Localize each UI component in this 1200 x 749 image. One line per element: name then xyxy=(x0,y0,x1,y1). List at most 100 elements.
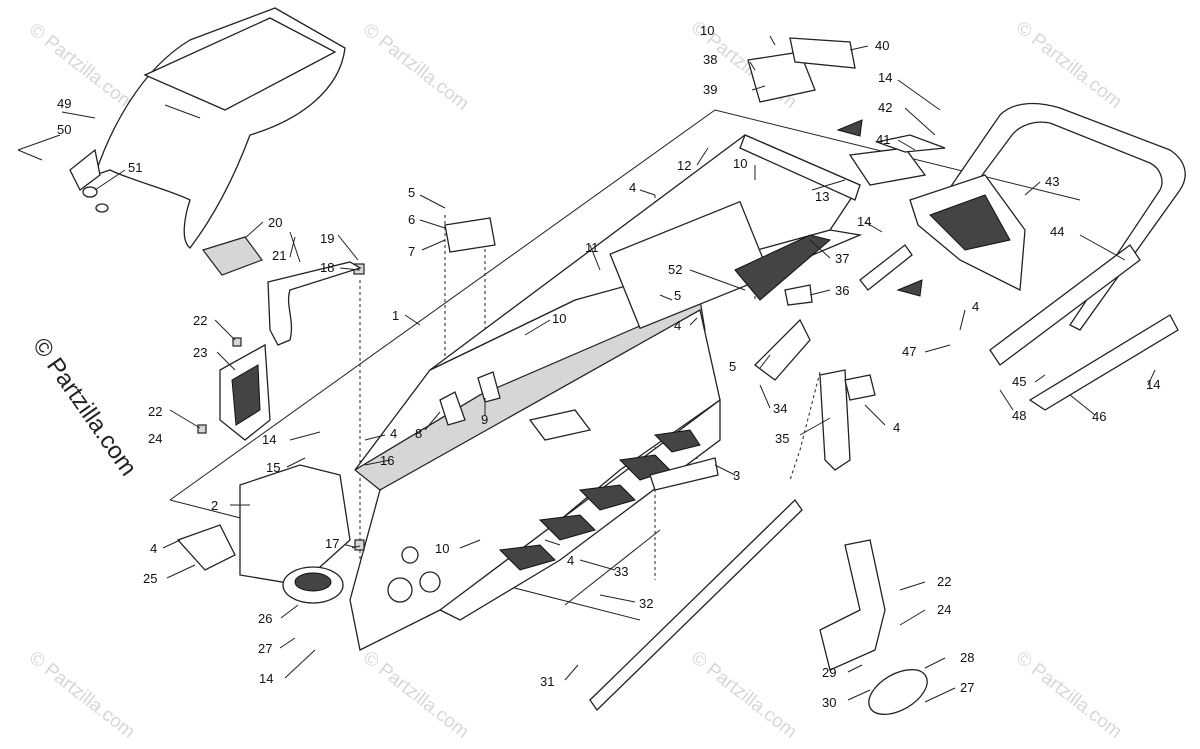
toe-hold-28 xyxy=(868,669,928,715)
handle-23 xyxy=(267,261,362,346)
callout-14b: 14 xyxy=(262,432,276,447)
callout-14a: 14 xyxy=(857,214,871,229)
bolt-17 xyxy=(354,539,365,551)
callout-40: 40 xyxy=(875,38,889,53)
clip-36 xyxy=(784,284,813,306)
buckle-35 xyxy=(844,374,876,401)
watermark: © Partzilla.com xyxy=(25,647,139,742)
callout-3: 3 xyxy=(733,468,740,483)
callout-10c: 10 xyxy=(435,541,449,556)
callout-46: 46 xyxy=(1092,409,1106,424)
callout-35: 35 xyxy=(775,431,789,446)
callout-5c: 5 xyxy=(729,359,736,374)
callout-25: 25 xyxy=(143,571,157,586)
assembly-bracket-1 xyxy=(169,109,1081,501)
callout-5a: 5 xyxy=(408,185,415,200)
watermark: © Partzilla.com xyxy=(25,19,139,114)
callout-49: 49 xyxy=(57,96,71,111)
side-watermark: © Partzilla.com xyxy=(27,333,142,481)
callout-48: 48 xyxy=(1012,408,1026,423)
callout-50: 50 xyxy=(57,122,71,137)
callout-4f: 4 xyxy=(567,553,574,568)
flap-42 xyxy=(874,134,946,153)
rear-bumper-44 xyxy=(944,102,1186,331)
callout-45: 45 xyxy=(1012,374,1026,389)
callout-13: 13 xyxy=(815,189,829,204)
callout-11: 11 xyxy=(585,240,599,255)
callout-29: 29 xyxy=(822,665,836,680)
flap-41 xyxy=(848,147,927,186)
front-bracket-2 xyxy=(239,464,351,586)
leader-lines xyxy=(17,35,1156,703)
callout-10b: 10 xyxy=(733,156,747,171)
rail-46 xyxy=(1028,314,1179,411)
callout-44: 44 xyxy=(1050,224,1064,239)
bolt-50 xyxy=(17,149,43,161)
bracket-7 xyxy=(444,217,496,253)
dash-line-g xyxy=(789,371,821,481)
callout-39: 39 xyxy=(703,82,717,97)
seat xyxy=(69,7,346,249)
slide-rail-32 xyxy=(589,499,803,711)
callout-14e: 14 xyxy=(1146,377,1160,392)
callout-51: 51 xyxy=(128,160,142,175)
taillight-lens xyxy=(929,194,1011,251)
callout-6: 6 xyxy=(408,212,415,227)
strap-35 xyxy=(819,369,851,471)
bumper-8 xyxy=(439,391,466,426)
arrow-marker xyxy=(836,119,863,137)
bumper-rail-44 xyxy=(989,244,1141,366)
callout-24a: 24 xyxy=(148,431,162,446)
bracket-40 xyxy=(789,37,856,69)
callout-4g: 4 xyxy=(972,299,979,314)
washer-51b xyxy=(95,203,109,213)
bumper-9 xyxy=(477,371,501,403)
callout-4b: 4 xyxy=(674,318,681,333)
callout-10d: 10 xyxy=(700,23,714,38)
callout-14c: 14 xyxy=(259,671,273,686)
callout-30: 30 xyxy=(822,695,836,710)
nut-22b xyxy=(197,424,207,434)
callout-27a: 27 xyxy=(258,641,272,656)
pad-20 xyxy=(202,236,263,276)
watermark: © Partzilla.com xyxy=(1012,17,1126,112)
callout-27b: 27 xyxy=(960,680,974,695)
callout-34: 34 xyxy=(773,401,787,416)
callout-18: 18 xyxy=(320,260,334,275)
callout-36: 36 xyxy=(835,283,849,298)
callout-8: 8 xyxy=(415,426,422,441)
callout-1: 1 xyxy=(392,308,399,323)
callout-43: 43 xyxy=(1045,174,1059,189)
callout-4e: 4 xyxy=(150,541,157,556)
callout-24b: 24 xyxy=(937,602,951,617)
rail-14 xyxy=(859,244,913,291)
bracket-39 xyxy=(747,51,816,103)
handle-grip xyxy=(231,364,261,426)
callout-23: 23 xyxy=(193,345,207,360)
washer-51 xyxy=(82,186,98,198)
plate-25 xyxy=(176,524,236,571)
callout-22a: 22 xyxy=(193,313,207,328)
callout-19: 19 xyxy=(320,231,334,246)
watermark: © Partzilla.com xyxy=(359,647,473,742)
nut-22a xyxy=(232,337,242,347)
footrest-bracket xyxy=(819,539,886,671)
bracket-3 xyxy=(649,457,719,491)
panel-34 xyxy=(754,318,811,381)
callout-42: 42 xyxy=(878,100,892,115)
rail-13 xyxy=(739,134,861,201)
callout-7: 7 xyxy=(408,244,415,259)
callout-14d: 14 xyxy=(878,70,892,85)
callout-12: 12 xyxy=(677,158,691,173)
arrow-marker xyxy=(896,279,923,297)
callout-9: 9 xyxy=(481,412,488,427)
callout-38: 38 xyxy=(703,52,717,67)
callout-20: 20 xyxy=(268,215,282,230)
callout-10a: 10 xyxy=(552,311,566,326)
watermark: © Partzilla.com xyxy=(359,19,473,114)
callout-52: 52 xyxy=(668,262,682,277)
watermark: © Partzilla.com xyxy=(1012,647,1126,742)
callout-28: 28 xyxy=(960,650,974,665)
callout-21: 21 xyxy=(272,248,286,263)
